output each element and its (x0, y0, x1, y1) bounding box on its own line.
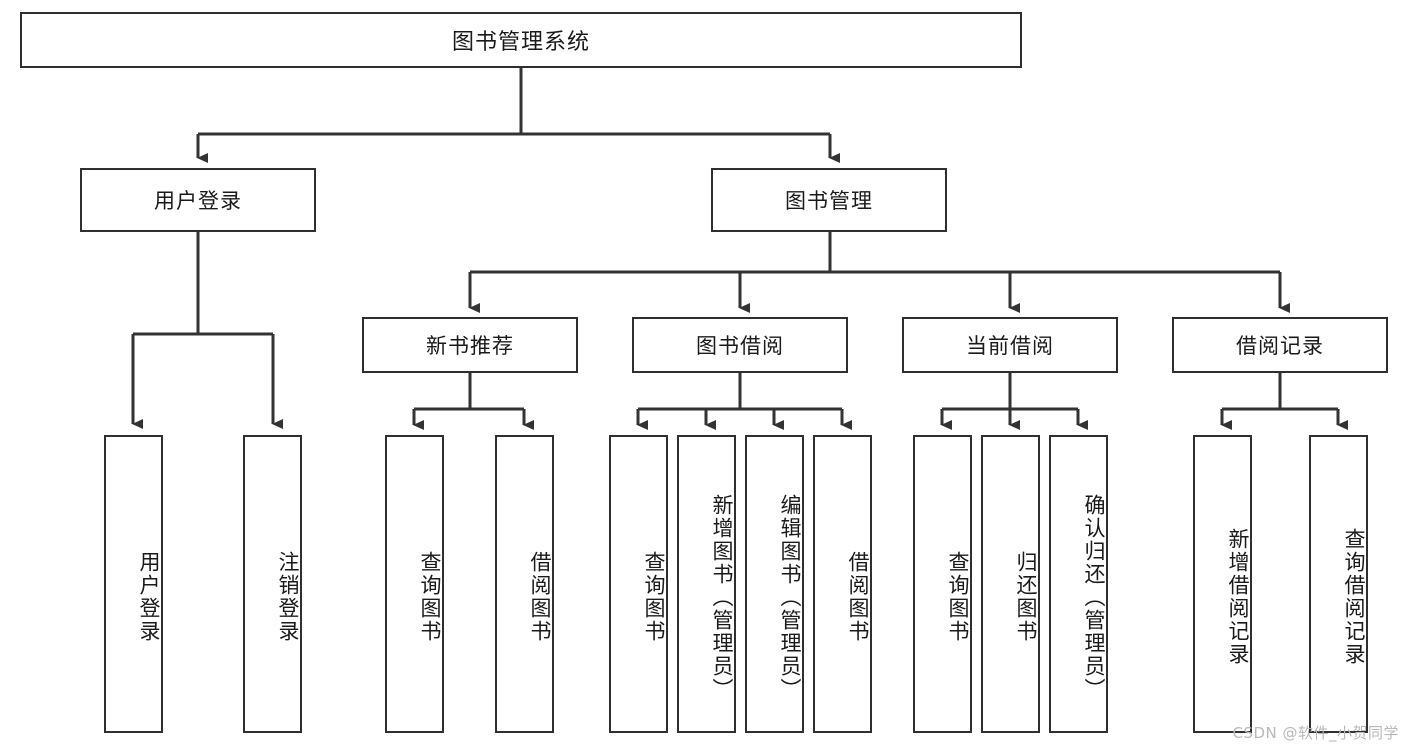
leaf-recommend-borrow-book[interactable]: 借阅图书 (495, 435, 554, 733)
leaf-user-login-signin[interactable]: 用户登录 (104, 435, 163, 733)
node-current-borrow[interactable]: 当前借阅 (902, 317, 1118, 373)
leaf-borrow-query-book[interactable]: 查询图书 (609, 435, 668, 733)
leaf-borrow-add-book-admin[interactable]: 新增图书（管理员） (677, 435, 736, 733)
leaf-current-return-book[interactable]: 归还图书 (981, 435, 1040, 733)
leaf-recommend-query-book[interactable]: 查询图书 (385, 435, 444, 733)
node-root-system[interactable]: 图书管理系统 (20, 12, 1022, 68)
node-book-borrow[interactable]: 图书借阅 (632, 317, 848, 373)
watermark: CSDN @软件_小贺同学 (1232, 724, 1399, 742)
leaf-record-query-record[interactable]: 查询借阅记录 (1309, 435, 1368, 733)
leaf-borrow-borrow-book[interactable]: 借阅图书 (813, 435, 872, 733)
node-new-book-recommend[interactable]: 新书推荐 (362, 317, 578, 373)
node-borrow-record[interactable]: 借阅记录 (1172, 317, 1388, 373)
leaf-current-confirm-return-admin[interactable]: 确认归还（管理员） (1049, 435, 1108, 733)
leaf-current-query-book[interactable]: 查询图书 (913, 435, 972, 733)
leaf-record-add-record[interactable]: 新增借阅记录 (1193, 435, 1252, 733)
node-book-management[interactable]: 图书管理 (711, 168, 947, 232)
leaf-borrow-edit-book-admin[interactable]: 编辑图书（管理员） (745, 435, 804, 733)
leaf-user-login-signout[interactable]: 注销登录 (243, 435, 302, 733)
node-user-login[interactable]: 用户登录 (80, 168, 316, 232)
